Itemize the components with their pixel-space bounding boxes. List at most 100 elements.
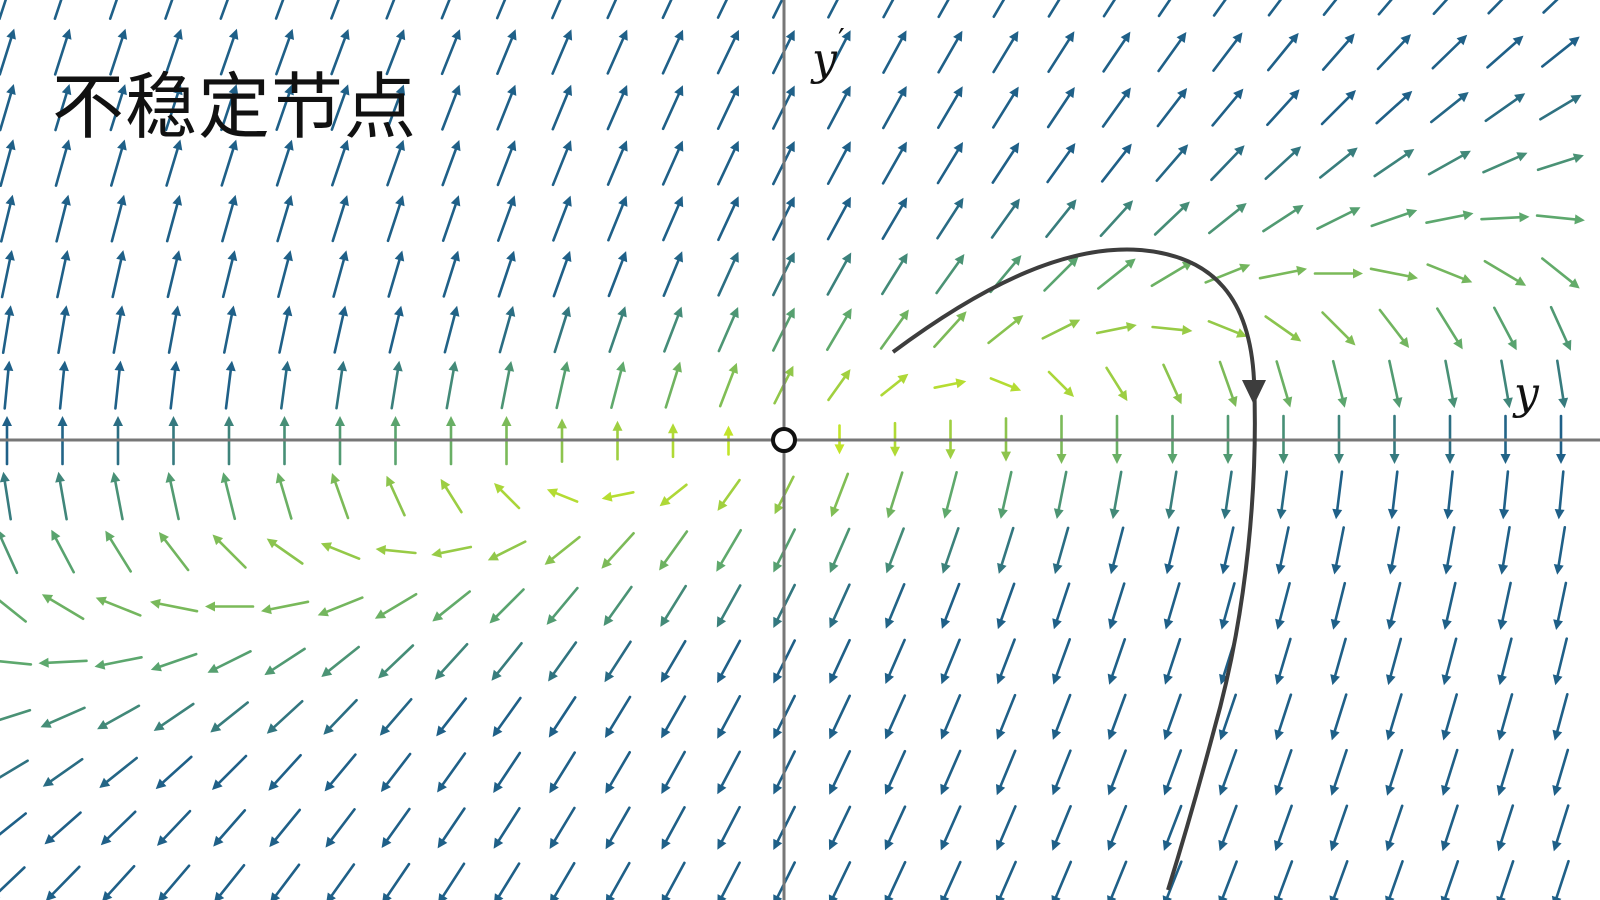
field-arrow [440, 478, 463, 514]
field-arrow [881, 86, 907, 130]
field-arrow [1387, 470, 1399, 520]
field-arrow [936, 197, 964, 240]
field-arrow [266, 699, 304, 734]
field-arrow [1553, 581, 1568, 630]
field-arrow [1102, 0, 1117, 18]
field-arrow [1163, 637, 1182, 685]
field-arrow [440, 0, 451, 20]
field-arrow [603, 585, 633, 626]
field-arrow [879, 309, 909, 350]
field-arrow [1316, 207, 1361, 230]
field-arrow [1052, 582, 1071, 630]
trajectory-curve [891, 247, 1257, 891]
field-arrow [487, 540, 527, 561]
field-arrow [498, 305, 516, 354]
field-arrow [219, 28, 239, 76]
field-arrow [1218, 693, 1237, 741]
field-arrow [1386, 637, 1403, 686]
field-arrow [549, 751, 577, 794]
field-arrow [0, 866, 26, 898]
trajectory-direction-arrow [1242, 380, 1266, 405]
field-arrow [718, 362, 738, 408]
field-arrow [275, 84, 294, 131]
field-arrow [335, 360, 347, 410]
field-arrow [494, 862, 521, 900]
field-arrow [716, 528, 743, 572]
field-arrow [40, 706, 86, 728]
field-arrow [940, 638, 961, 685]
field-arrow [331, 195, 349, 243]
field-arrow [496, 84, 517, 131]
field-arrow [1212, 0, 1227, 17]
page-title: 不稳定节点 [52, 65, 418, 149]
field-arrow [110, 139, 127, 187]
field-arrow [1275, 581, 1291, 630]
x-axis-label: y [1512, 368, 1540, 419]
field-arrow [1553, 525, 1567, 575]
field-arrow [1321, 33, 1355, 71]
field-arrow [717, 694, 742, 739]
field-arrow [207, 649, 252, 673]
field-arrow [109, 28, 128, 76]
field-arrow [880, 253, 908, 296]
field-arrow [1444, 359, 1458, 409]
field-arrow [324, 753, 357, 792]
field-arrow [884, 749, 907, 795]
field-arrow [0, 139, 16, 187]
field-arrow [323, 698, 358, 735]
field-arrow [1334, 414, 1344, 464]
field-arrow [210, 701, 249, 733]
field-arrow [1332, 470, 1344, 520]
field-arrow [942, 470, 958, 519]
field-arrow [936, 142, 963, 185]
field-arrow [1496, 748, 1514, 796]
field-arrow [1498, 525, 1511, 575]
field-arrow [38, 657, 88, 668]
field-arrow [53, 28, 72, 76]
field-arrow [607, 251, 628, 298]
field-arrow [436, 697, 468, 737]
field-arrow [1047, 370, 1074, 397]
field-arrow [1378, 308, 1410, 348]
field-arrow [606, 0, 618, 20]
field-arrow [1264, 315, 1302, 342]
field-arrow [1107, 637, 1127, 685]
field-arrow [55, 194, 71, 243]
field-arrow [995, 860, 1017, 900]
field-arrow [0, 471, 12, 521]
field-arrow [1045, 199, 1077, 238]
field-arrow [1497, 581, 1512, 630]
field-arrow [375, 545, 417, 555]
field-arrow [716, 140, 739, 186]
field-arrow [608, 306, 627, 354]
field-arrow [605, 861, 631, 900]
field-arrow [881, 197, 908, 240]
field-arrow [220, 84, 239, 132]
field-arrow [661, 806, 686, 850]
field-arrow [1552, 637, 1568, 686]
field-arrow [1274, 637, 1292, 685]
field-arrow [1207, 319, 1248, 338]
field-arrow [1112, 414, 1122, 464]
field-arrow [1496, 859, 1515, 900]
field-arrow [1218, 749, 1238, 796]
field-arrow [213, 809, 247, 847]
field-arrow [1554, 470, 1565, 520]
field-arrow [1487, 0, 1504, 15]
field-arrow [1001, 417, 1011, 462]
field-arrow [1319, 147, 1358, 179]
field-arrow [164, 84, 183, 132]
field-arrow [317, 596, 364, 617]
field-arrow [881, 141, 907, 185]
field-arrow [1157, 0, 1172, 18]
field-arrow [1330, 637, 1347, 686]
field-arrow [109, 84, 127, 132]
field-arrow [605, 695, 632, 738]
field-arrow [717, 196, 739, 242]
field-arrow [890, 421, 900, 457]
field-arrow [274, 0, 285, 20]
field-arrow [996, 749, 1017, 796]
field-arrow [716, 85, 739, 130]
field-arrow [1426, 263, 1473, 284]
field-arrow [717, 805, 741, 850]
